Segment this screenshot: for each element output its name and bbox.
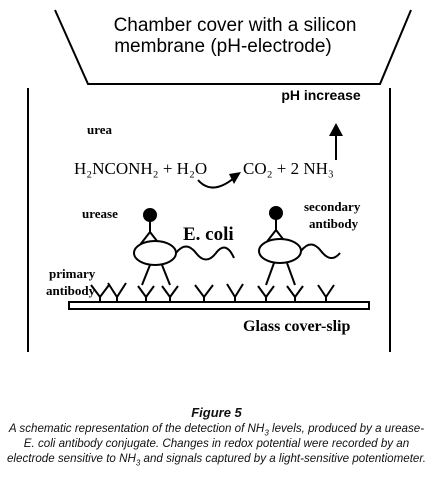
ph-increase-label: pH increase [281,87,361,103]
primary-antibodies [90,282,335,302]
chamber-cover-label-line1: Chamber cover with a silicon [114,15,357,36]
right-conjugate [258,206,341,286]
up-arrow-icon [329,123,343,160]
urease-enzyme-left [143,208,157,222]
primary-antibody [257,285,275,302]
reaction-products: CO₂ + 2 NH₃ [243,159,334,178]
caption-subscript: 3 [135,458,141,468]
primary-antibody [286,285,304,302]
primary-antibody [137,285,155,302]
primary-antibody [317,284,335,302]
reaction-arrow-icon [197,172,241,189]
caption-text-part: levels, produced by a urease-E. coli ant… [6,422,425,465]
secondary-antibody-label-line1: secondary [304,199,361,214]
chamber-cover-shape [54,9,412,85]
figure-diagram: Chamber cover with a silicon membrane (p… [27,9,412,352]
urea-label: urea [87,122,113,137]
chamber-cover-label-line2: membrane (pH-electrode) [114,36,332,57]
primary-antibody-label-line2: antibody [46,283,96,298]
urease-enzyme-right [269,206,283,220]
primary-antibody-label-line1: primary [49,266,96,281]
figure-caption: Figure 5 A schematic representation of t… [0,405,433,468]
left-conjugate [133,208,235,286]
primary-antibody [161,285,179,302]
primary-antibody [226,283,244,302]
caption-subscript: 3 [264,428,269,438]
caption-text-part: and signals captured by a light-sensitiv… [140,452,427,465]
primary-antibody [107,282,127,302]
ecoli-cell-left [133,240,177,266]
urease-label: urease [82,206,118,221]
primary-antibody [194,284,214,302]
glass-cover-slip [68,301,370,310]
glass-cover-slip-label: Glass cover-slip [243,318,351,335]
caption-title: Figure 5 [191,405,242,420]
caption-text: A schematic representation of the detect… [0,421,433,468]
secondary-antibody-label-line2: antibody [309,216,359,231]
ecoli-cell-right [258,238,302,264]
reaction-reactants: H₂NCONH₂ + H₂O [74,159,207,178]
ecoli-label: E. coli [183,224,234,245]
caption-text-part: A schematic representation of the detect… [8,422,265,435]
